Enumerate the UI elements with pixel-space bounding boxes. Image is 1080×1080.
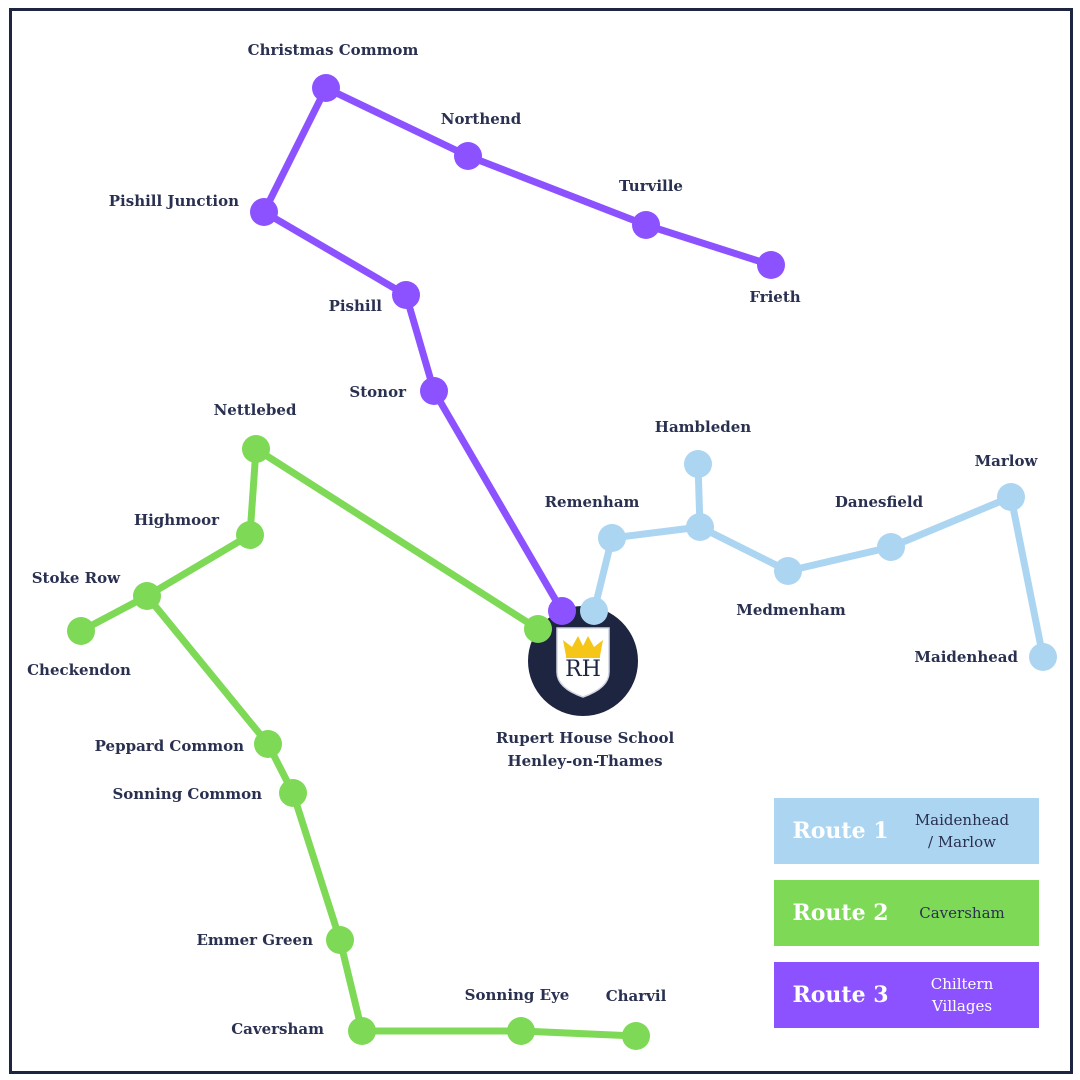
legend-route-3-label: Route 3 xyxy=(792,982,889,1008)
route-3-stops xyxy=(250,74,785,625)
school-name-line2: Henley-on-Thames xyxy=(507,752,662,770)
label-charvil: Charvil xyxy=(606,987,667,1005)
stop-sonning-common[interactable] xyxy=(279,779,307,807)
stop-medmenham[interactable] xyxy=(774,557,802,585)
label-turville: Turville xyxy=(619,177,683,195)
label-peppard-common: Peppard Common xyxy=(95,737,244,755)
stop-christmas-commom[interactable] xyxy=(312,74,340,102)
label-christmas-commom: Christmas Commom xyxy=(248,41,419,59)
label-emmer-green: Emmer Green xyxy=(196,931,313,949)
legend-route-3-desc: Chiltern Villages xyxy=(902,962,1022,1028)
stop-danesfield[interactable] xyxy=(877,533,905,561)
route-1-lines xyxy=(590,460,1047,661)
stop-junction-hambleden[interactable] xyxy=(686,513,714,541)
stop-nettlebed[interactable] xyxy=(242,435,270,463)
label-nettlebed: Nettlebed xyxy=(214,401,297,419)
label-northend: Northend xyxy=(441,110,522,128)
label-maidenhead: Maidenhead xyxy=(914,648,1018,666)
legend-route-1-desc: Maidenhead / Marlow xyxy=(902,798,1022,864)
route-2-labels: Nettlebed Highmoor Stoke Row Checkendon … xyxy=(27,401,666,1038)
route-1-labels: Remenham Hambleden Medmenham Danesfield … xyxy=(545,418,1039,666)
stop-caversham[interactable] xyxy=(348,1017,376,1045)
label-medmenham: Medmenham xyxy=(736,601,846,619)
legend-route-1-desc-line2: / Marlow xyxy=(928,833,996,851)
legend-route-3[interactable]: Route 3 Chiltern Villages xyxy=(774,962,1039,1028)
stop-stoke-row[interactable] xyxy=(133,582,161,610)
route-3-labels: Christmas Commom Northend Turville Friet… xyxy=(109,41,801,401)
label-highmoor: Highmoor xyxy=(134,511,220,529)
stop-route-2-school[interactable] xyxy=(524,615,552,643)
stop-hambleden[interactable] xyxy=(684,450,712,478)
route-1-stops xyxy=(580,450,1057,671)
label-stonor: Stonor xyxy=(349,383,407,401)
legend-route-1-desc-line1: Maidenhead xyxy=(914,811,1010,829)
stop-route-3-school[interactable] xyxy=(548,597,576,625)
legend-route-2-desc: Caversham xyxy=(902,880,1022,946)
label-frieth: Frieth xyxy=(749,288,800,306)
stop-pishill[interactable] xyxy=(392,281,420,309)
label-sonning-common: Sonning Common xyxy=(112,785,262,803)
label-checkendon: Checkendon xyxy=(27,661,131,679)
stop-frieth[interactable] xyxy=(757,251,785,279)
school-shield xyxy=(556,627,610,698)
crown-base xyxy=(566,654,600,658)
stop-northend[interactable] xyxy=(454,142,482,170)
route-1-main-line xyxy=(590,493,1047,661)
school-name: Rupert House School Henley-on-Thames xyxy=(496,729,675,770)
stop-highmoor[interactable] xyxy=(236,521,264,549)
label-remenham: Remenham xyxy=(545,493,640,511)
school-name-line1: Rupert House School xyxy=(496,729,675,747)
label-stoke-row: Stoke Row xyxy=(32,569,121,587)
label-pishill-junction: Pishill Junction xyxy=(109,192,239,210)
map-frame xyxy=(9,8,1073,1074)
school-badge: RH xyxy=(528,606,638,716)
legend-route-1[interactable]: Route 1 Maidenhead / Marlow xyxy=(774,798,1039,864)
stop-charvil[interactable] xyxy=(622,1022,650,1050)
route-3-main-line xyxy=(260,208,566,615)
legend-route-1-label: Route 1 xyxy=(792,818,889,844)
legend-route-2-label: Route 2 xyxy=(792,900,889,926)
stop-sonning-eye[interactable] xyxy=(507,1017,535,1045)
stop-marlow[interactable] xyxy=(997,483,1025,511)
stop-route-1-school[interactable] xyxy=(580,597,608,625)
route-2-stops xyxy=(67,435,650,1050)
stop-pishill-junction[interactable] xyxy=(250,198,278,226)
label-danesfield: Danesfield xyxy=(835,493,924,511)
stop-checkendon[interactable] xyxy=(67,617,95,645)
legend-route-2-desc-line1: Caversham xyxy=(919,904,1005,922)
stop-turville[interactable] xyxy=(632,211,660,239)
label-caversham: Caversham xyxy=(231,1020,324,1038)
crown-icon xyxy=(563,636,603,656)
school-logo-text: RH xyxy=(565,657,601,682)
stop-peppard-common[interactable] xyxy=(254,730,282,758)
stop-stonor[interactable] xyxy=(420,377,448,405)
legend-route-3-desc-line2: Villages xyxy=(931,997,993,1015)
label-hambleden: Hambleden xyxy=(655,418,752,436)
stop-maidenhead[interactable] xyxy=(1029,643,1057,671)
label-pishill: Pishill xyxy=(329,297,383,315)
legend-route-2[interactable]: Route 2 Caversham xyxy=(774,880,1039,946)
legend-route-3-desc-line1: Chiltern xyxy=(930,975,994,993)
label-sonning-eye: Sonning Eye xyxy=(465,986,570,1004)
label-marlow: Marlow xyxy=(975,452,1039,470)
stop-emmer-green[interactable] xyxy=(326,926,354,954)
stop-remenham[interactable] xyxy=(598,524,626,552)
